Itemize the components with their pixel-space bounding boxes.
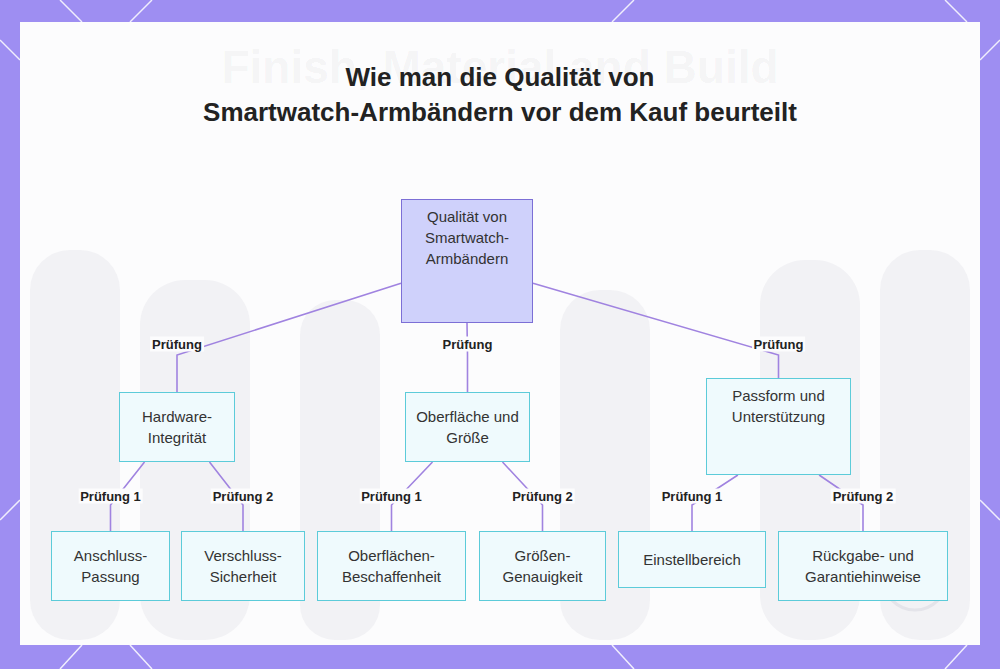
edge-label: Prüfung 1 xyxy=(78,489,143,504)
diagram-title: Wie man die Qualität von Smartwatch-Armb… xyxy=(195,60,805,130)
connector-line xyxy=(533,283,779,378)
edge-label: Prüfung xyxy=(752,337,806,352)
process-box: Hardware-Integrität xyxy=(119,392,235,462)
box-label: Größen-Genauigkeit xyxy=(486,545,599,587)
process-box: Oberfläche und Größe xyxy=(405,392,530,462)
process-box: Verschluss-Sicherheit xyxy=(181,531,305,601)
title-word: beurteilt xyxy=(694,97,797,127)
box-label: Verschluss-Sicherheit xyxy=(188,545,298,587)
process-box: Oberflächen-Beschaffenheit xyxy=(317,531,466,601)
title-word: von xyxy=(608,62,654,92)
edge-label: Prüfung 2 xyxy=(211,489,276,504)
title-word: die xyxy=(459,62,497,92)
box-label: Qualität von Smartwatch-Armbändern xyxy=(408,206,526,269)
root-box: Qualität von Smartwatch-Armbändern xyxy=(401,199,533,323)
title-word: Kauf xyxy=(629,97,687,127)
title-word: Qualität xyxy=(504,62,601,92)
edge-label: Prüfung 1 xyxy=(359,489,424,504)
edge-label: Prüfung 1 xyxy=(660,489,725,504)
process-box: Passform und Unterstützung xyxy=(706,378,851,475)
connector-line xyxy=(466,323,468,392)
title-word: Smartwatch-Armbändern xyxy=(203,97,514,127)
process-box: Größen-Genauigkeit xyxy=(479,531,606,601)
title-word: man xyxy=(399,62,452,92)
box-label: Oberfläche und Größe xyxy=(412,406,523,448)
process-box: Anschluss-Passung xyxy=(51,531,170,601)
edge-label: Prüfung xyxy=(150,337,204,352)
title-word: dem xyxy=(569,97,622,127)
box-label: Oberflächen-Beschaffenheit xyxy=(324,545,459,587)
connector-line xyxy=(177,283,401,392)
edge-label: Prüfung 2 xyxy=(831,489,896,504)
process-box: Einstellbereich xyxy=(618,531,766,588)
title-word: vor xyxy=(521,97,561,127)
edge-label: Prüfung xyxy=(441,337,495,352)
box-label: Hardware-Integrität xyxy=(126,406,228,448)
process-box: Rückgabe- und Garantiehinweise xyxy=(778,531,948,601)
box-label: Einstellbereich xyxy=(643,549,741,570)
background-watermark: Finish, Material and Build xyxy=(0,40,1000,94)
title-word: Wie xyxy=(345,62,391,92)
box-label: Anschluss-Passung xyxy=(58,545,163,587)
content-panel xyxy=(20,22,980,645)
box-label: Rückgabe- und Garantiehinweise xyxy=(785,545,941,587)
edge-label: Prüfung 2 xyxy=(510,489,575,504)
box-label: Passform und Unterstützung xyxy=(713,385,844,427)
